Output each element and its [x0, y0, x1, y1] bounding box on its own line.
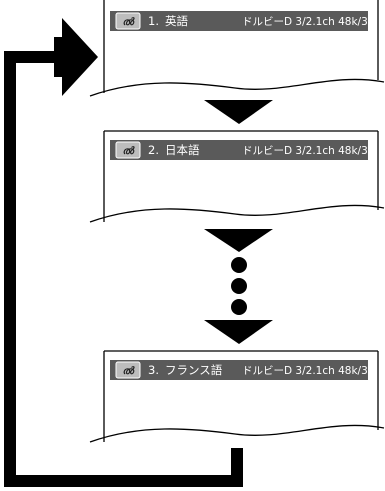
svg-text:ൽ: ൽ	[122, 146, 135, 157]
down-arrow-3	[204, 320, 273, 344]
screen-3-osd-bar	[110, 360, 368, 380]
svg-text:ൽ: ൽ	[122, 17, 135, 28]
screen-3: ൽ 3. フランス語 ドルビーD 3/2.1ch 48k/3	[89, 350, 385, 443]
screen-2-language: 日本語	[165, 143, 200, 157]
audio-icon: ൽ	[115, 141, 141, 159]
screen-1-number: 1.	[148, 14, 159, 28]
audio-icon: ൽ	[115, 12, 141, 30]
svg-text:ൽ: ൽ	[122, 366, 135, 377]
screen-1-audio-format: ドルビーD 3/2.1ch 48k/3	[242, 16, 368, 28]
screen-1-language: 英語	[165, 14, 188, 28]
ellipsis-dot-3	[231, 299, 247, 315]
ellipsis-dot-2	[231, 278, 247, 294]
screen-3-number: 3.	[148, 363, 159, 377]
loop-back-line	[4, 51, 243, 487]
down-arrow-2	[204, 229, 273, 252]
audio-icon: ൽ	[115, 361, 141, 379]
screen-3-language: フランス語	[165, 363, 223, 377]
screen-2-osd-bar	[110, 140, 368, 160]
screen-2: ൽ 2. 日本語 ドルビーD 3/2.1ch 48k/3	[89, 130, 385, 223]
loop-back-arrowhead	[54, 18, 98, 96]
screen-2-audio-format: ドルビーD 3/2.1ch 48k/3	[242, 145, 368, 157]
screen-1-osd-bar	[110, 11, 368, 31]
screen-2-number: 2.	[148, 143, 159, 157]
down-arrow-1	[204, 100, 273, 124]
ellipsis-dot-1	[231, 257, 247, 273]
screen-3-audio-format: ドルビーD 3/2.1ch 48k/3	[242, 365, 368, 377]
screen-1: ൽ 1. 英語 ドルビーD 3/2.1ch 48k/3	[89, 0, 385, 97]
